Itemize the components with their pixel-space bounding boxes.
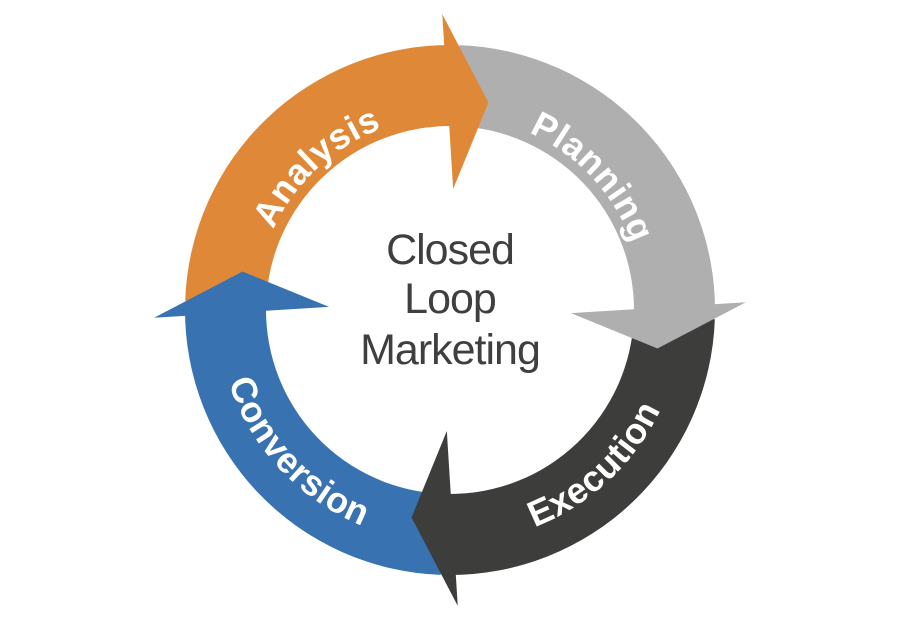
center-title-line3: Marketing <box>360 326 540 374</box>
execution-arc-body <box>447 316 715 576</box>
center-title-line1: Closed <box>386 226 514 274</box>
ring-bodies <box>184 44 716 576</box>
center-title-line2: Loop <box>404 275 496 323</box>
conversion-arc-body <box>184 307 444 575</box>
analysis-arrowhead <box>442 14 489 190</box>
ring-arrowheads <box>154 14 746 606</box>
analysis-arc-body <box>185 44 453 304</box>
conversion-arrowhead <box>154 271 330 318</box>
planning-arrowhead <box>570 302 746 349</box>
center-title: Closed Loop Marketing <box>360 226 541 374</box>
execution-arrowhead <box>411 430 458 606</box>
planning-arc-body <box>456 45 716 313</box>
